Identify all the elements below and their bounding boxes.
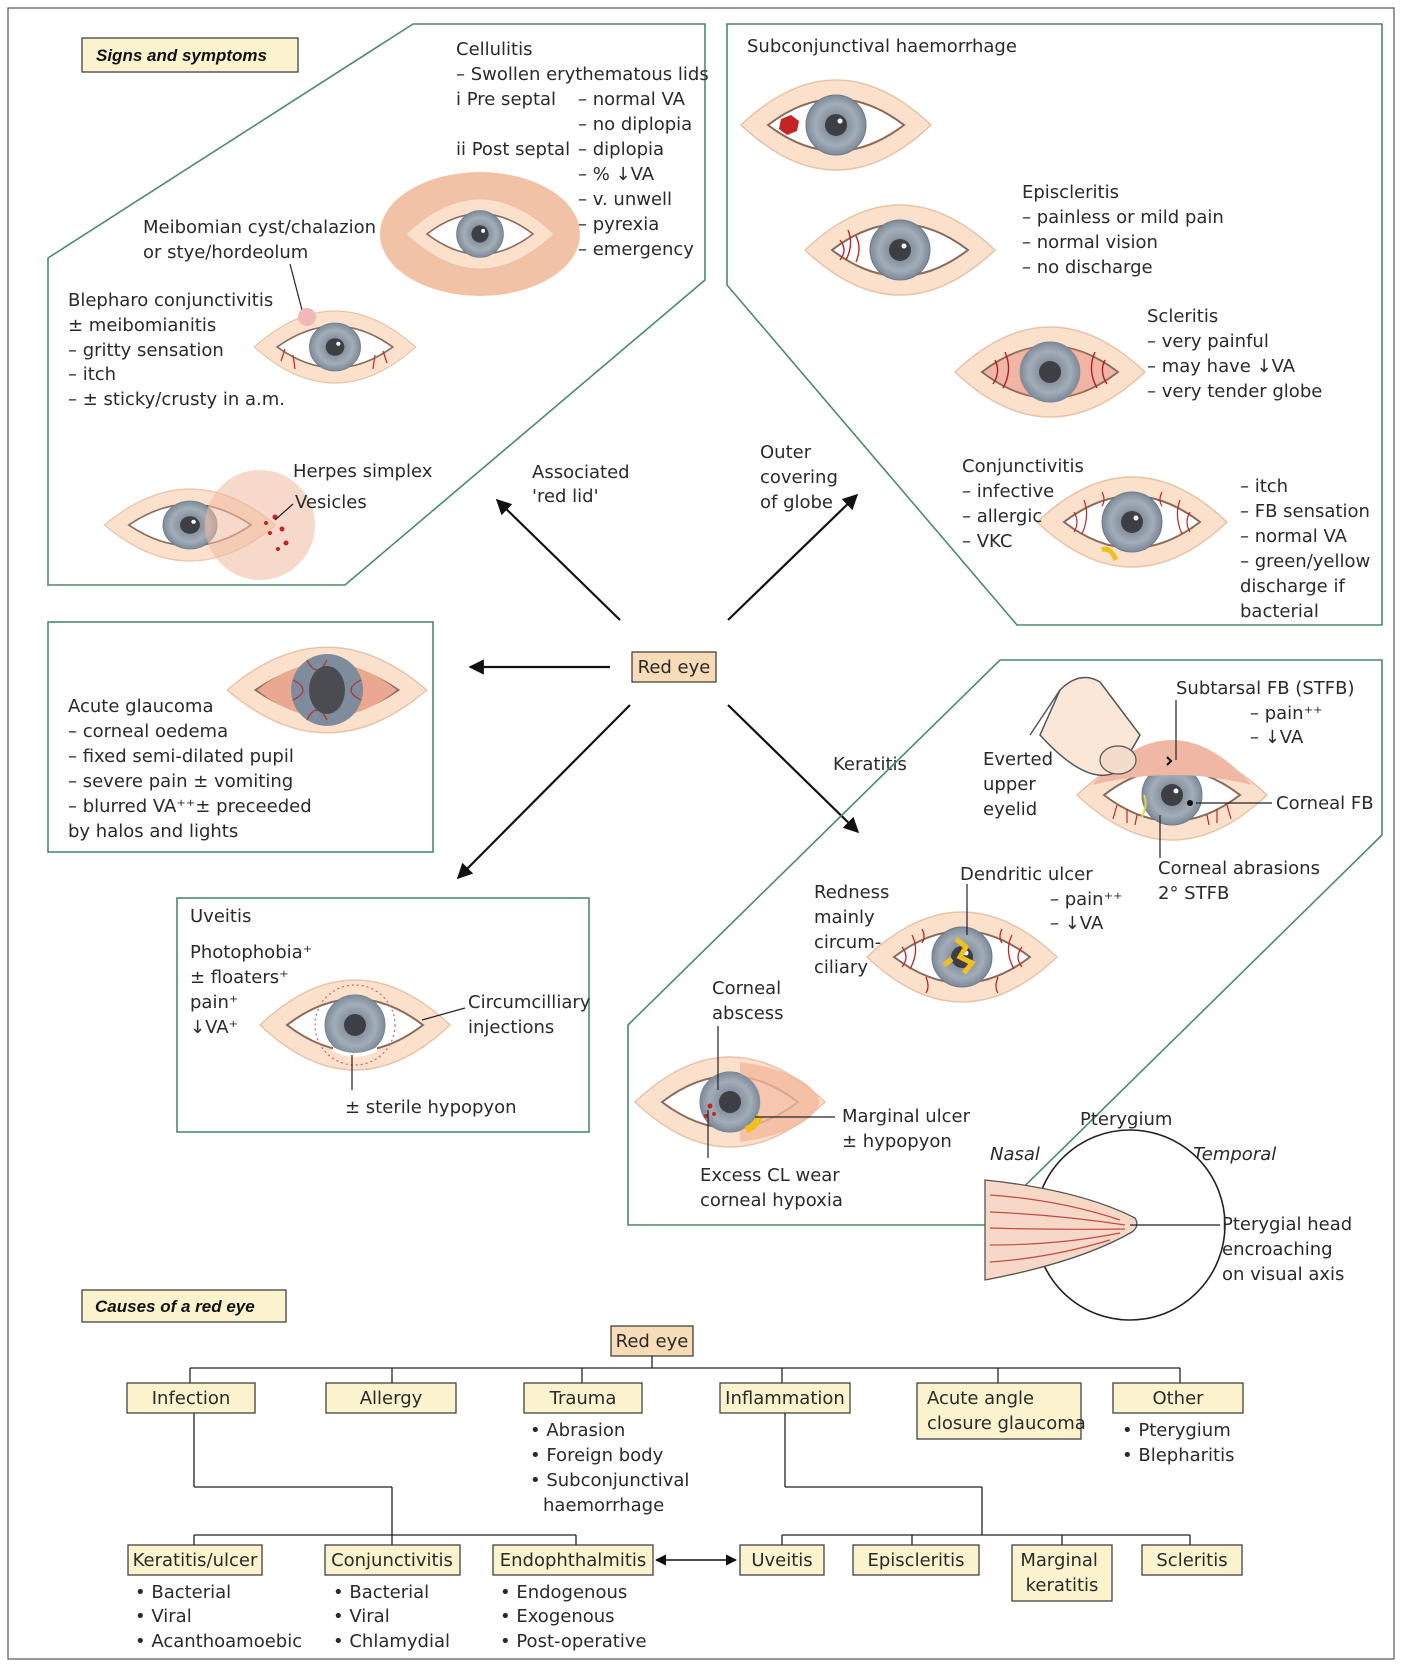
cellulitis-right-text: – normal VA – no diplopia – diplopia – %… xyxy=(578,89,698,260)
meibomian-text: Meibomian cyst/chalazion or stye/hordeol… xyxy=(143,217,382,263)
uveitis-panel xyxy=(176,897,590,1133)
cause-allergy-box xyxy=(325,1382,457,1414)
other-items: • Pterygium • Blepharitis xyxy=(1122,1420,1236,1466)
conj-items: • Bacterial • Viral • Chlamydial xyxy=(333,1582,450,1652)
cause-inflammation-box xyxy=(719,1382,851,1414)
pterygium-temporal: Temporal xyxy=(1193,1144,1276,1165)
conjunctivitis-box xyxy=(324,1544,461,1576)
keratitis-ulcer-box xyxy=(127,1544,263,1576)
uveitis-circum: Circumcilliary injections xyxy=(468,992,596,1038)
outer-label: Outer covering of globe xyxy=(760,442,844,513)
abrasions-text: Corneal abrasions 2° STFB xyxy=(1158,858,1326,904)
episcleritis-box xyxy=(852,1544,980,1576)
signs-header: Signs and symptoms xyxy=(96,46,267,65)
uveitis-hypopyon: ± sterile hypopyon xyxy=(345,1097,517,1118)
trauma-items: • Abrasion • Foreign body • Subconjuncti… xyxy=(530,1420,695,1516)
conjunctivitis-eye xyxy=(1036,476,1228,568)
arrow-uveitis xyxy=(456,704,631,880)
blepharo-eye xyxy=(253,308,417,384)
signs-header-box xyxy=(81,37,299,73)
center-box xyxy=(631,651,717,683)
cause-allergy: Allergy xyxy=(360,1388,423,1409)
tree-root: Red eye xyxy=(616,1331,689,1352)
marginal-keratitis-box xyxy=(1011,1544,1113,1602)
conj-right-text: – itch – FB sensation – normal VA – gree… xyxy=(1240,476,1376,622)
pterygium-title: Pterygium xyxy=(1080,1109,1172,1130)
pterygium-head-text: Pterygial head encroaching on visual axi… xyxy=(1222,1214,1358,1285)
glaucoma-eye xyxy=(226,646,428,734)
center-label: Red eye xyxy=(638,657,711,678)
glaucoma-text: Acute glaucoma – corneal oedema – fixed … xyxy=(68,696,317,842)
globe-panel xyxy=(726,23,1383,626)
redness-text: Redness mainly circum- ciliary xyxy=(814,882,895,978)
uveitis-box xyxy=(739,1544,825,1576)
abscess-eye xyxy=(634,1056,826,1148)
excess-text: Excess CL wear corneal hypoxia xyxy=(700,1165,845,1211)
scleritis-node: Scleritis xyxy=(1156,1550,1227,1571)
cause-glaucoma: Acute angle closure glaucoma xyxy=(927,1388,1086,1434)
arrow-keratitis xyxy=(727,704,860,834)
cause-glaucoma-box xyxy=(916,1382,1082,1440)
causes-header-box xyxy=(81,1289,287,1323)
episcleritis-text: Episcleritis – painless or mild pain – n… xyxy=(1022,182,1230,278)
episcleritis-eye xyxy=(804,204,996,296)
abscess-text: Corneal abscess xyxy=(712,978,787,1024)
keratitis-panel xyxy=(627,659,1383,1226)
dendritic-text: Dendritic ulcer – pain⁺⁺ – ↓VA xyxy=(960,864,1128,934)
endophthalmitis: Endophthalmitis xyxy=(500,1550,647,1571)
cellulitis-text: Cellulitis – Swollen erythematous lids i… xyxy=(456,39,714,160)
subconj-eye xyxy=(740,79,932,171)
subconj-label: Subconjunctival haemorrhage xyxy=(747,36,1017,57)
cause-trauma-box xyxy=(523,1382,643,1414)
cause-other-box xyxy=(1112,1382,1244,1414)
episcleritis-node: Episcleritis xyxy=(868,1550,965,1571)
outer-frame xyxy=(7,7,1395,1660)
uveitis-symptoms: Photophobia⁺ ± floaters⁺ pain⁺ ↓VA⁺ xyxy=(190,942,318,1038)
marginal-keratitis-node: Marginal keratitis xyxy=(1020,1550,1103,1596)
cause-infection-box xyxy=(126,1382,256,1414)
cause-infection: Infection xyxy=(152,1388,231,1409)
cause-trauma: Trauma xyxy=(549,1388,617,1409)
subtarsal-text: Subtarsal FB (STFB) – pain⁺⁺ – ↓VA xyxy=(1176,678,1360,748)
endophthalmitis-box xyxy=(492,1544,654,1576)
tree-connectors xyxy=(189,1356,1191,1545)
keratitis-items: • Bacterial • Viral • Acanthoamoebic xyxy=(135,1582,302,1652)
herpes-eye xyxy=(103,470,315,580)
keratitis-ulcer: Keratitis/ulcer xyxy=(133,1550,258,1571)
red-lid-label: Associated 'red lid' xyxy=(532,462,635,507)
finger-icon xyxy=(1029,676,1141,777)
endo-items: • Endogenous • Exogenous • Post-operativ… xyxy=(500,1582,647,1652)
corneal-fb-text: Corneal FB xyxy=(1276,793,1374,814)
scleritis-box xyxy=(1141,1544,1243,1576)
cause-inflammation: Inflammation xyxy=(725,1388,845,1409)
cause-other: Other xyxy=(1152,1388,1204,1409)
uveitis-node: Uveitis xyxy=(751,1550,812,1571)
lid-panel xyxy=(47,23,706,586)
conj-left-text: Conjunctivitis – infective – allergic – … xyxy=(962,456,1090,552)
causes-header: Causes of a red eye xyxy=(95,1297,255,1316)
conjunctivitis: Conjunctivitis xyxy=(331,1550,453,1571)
marginal-text: Marginal ulcer ± hypopyon xyxy=(842,1106,976,1152)
pterygium-nasal: Nasal xyxy=(990,1144,1040,1165)
arrow-red-lid xyxy=(495,498,621,621)
dendritic-eye xyxy=(866,911,1058,1003)
uveitis-eye xyxy=(259,979,451,1071)
keratitis-label: Keratitis xyxy=(833,754,907,775)
arrow-outer xyxy=(727,493,859,621)
glaucoma-panel xyxy=(47,621,434,853)
blepharo-text: Blepharo conjunctivitis ± meibomianitis … xyxy=(68,290,285,410)
herpes-text: Herpes simplex Vesicles xyxy=(293,461,438,513)
everted-text: Everted upper eyelid xyxy=(983,749,1059,820)
tree-root-box xyxy=(610,1325,694,1357)
uveitis-title: Uveitis xyxy=(190,906,251,927)
scleritis-text: Scleritis – very painful – may have ↓VA … xyxy=(1147,306,1322,402)
scleritis-eye xyxy=(954,326,1146,418)
cellulitis-eye xyxy=(380,172,580,296)
pterygium-wedge xyxy=(984,1179,1138,1281)
